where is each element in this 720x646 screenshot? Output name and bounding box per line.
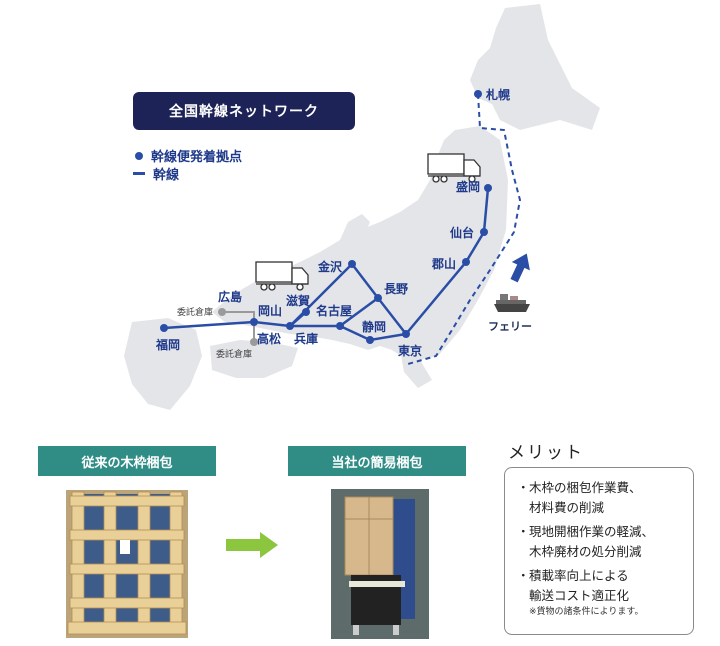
sado-landmass (418, 232, 434, 248)
base-point-sendai (480, 228, 488, 236)
base-point-nagoya (336, 322, 344, 330)
legend-base-label: 幹線便発着拠点 (151, 150, 243, 165)
network-title: 全国幹線ネットワーク (133, 92, 355, 130)
city-label-shizuoka: 静岡 (362, 320, 387, 334)
wooden-crate-photo (66, 490, 188, 638)
city-label-takamatsu: 高松 (257, 332, 282, 346)
base-dot-icon (135, 151, 143, 160)
merit-note: ※貨物の諸条件によります。 (529, 607, 644, 617)
city-label-hyogo: 兵庫 (294, 332, 319, 346)
city-label-sendai: 仙台 (450, 226, 475, 240)
truck-icon (427, 153, 481, 183)
merit-bullet: ・ (517, 524, 530, 539)
legend-line-label: 幹線 (153, 168, 180, 183)
merit-item: ・ 木枠の梱包作業費、 材料費の削減 (517, 478, 685, 518)
city-label-shiga: 滋賀 (286, 294, 311, 308)
city-label-hiroshima: 広島 (218, 290, 243, 304)
merit-title: メリット (508, 443, 584, 463)
city-label-tokyo: 東京 (398, 344, 423, 358)
kanto-landmass (400, 350, 432, 388)
merit-bullet: ・ (517, 480, 530, 495)
warehouse-label-1: 委託倉庫 (177, 308, 214, 318)
warehouse-point-2 (250, 338, 258, 346)
merit-box: ・ 木枠の梱包作業費、 材料費の削減 ・ 現地開梱作業の軽減、 木枠廃材の処分削… (504, 467, 694, 635)
base-point-morioka (484, 184, 492, 192)
base-points (160, 90, 492, 344)
noto-landmass (340, 214, 370, 240)
merit-item: ・ 現地開梱作業の軽減、 木枠廃材の処分削減 (517, 522, 685, 562)
base-point-kanazawa (348, 260, 356, 268)
warehouse-points (218, 308, 258, 346)
merit-line: 木枠廃材の処分削減 (529, 544, 642, 559)
ferry-label: フェリー (488, 320, 532, 333)
right-arrow-icon (226, 532, 278, 558)
city-label-nagano: 長野 (384, 282, 409, 296)
city-label-fukuoka: 福岡 (156, 338, 181, 352)
kyushu-landmass (124, 318, 202, 410)
after-title: 当社の簡易梱包 (288, 446, 466, 476)
merit-line: 現地開梱作業の軽減、 (529, 524, 655, 539)
warehouse-point-1 (218, 308, 226, 316)
merit-line: 積載率向上による (529, 568, 629, 583)
city-label-sapporo: 札幌 (486, 88, 511, 102)
merit-line: 材料費の削減 (529, 500, 605, 515)
base-point-hyogo (286, 322, 294, 330)
map-land (124, 4, 600, 410)
ferry-arrow-icon (510, 253, 530, 283)
base-point-nagano (374, 294, 382, 302)
base-point-koriyama (462, 258, 470, 266)
legend-base: 幹線便発着拠点 (133, 146, 242, 165)
base-point-sapporo (474, 90, 482, 98)
merit-line: 木枠の梱包作業費、 (529, 480, 642, 495)
merit-line: 輸送コスト適正化 (529, 588, 630, 603)
base-point-tokyo (402, 330, 410, 338)
ferry-route (407, 93, 522, 365)
base-point-shiga (302, 308, 310, 316)
base-point-okayama (250, 318, 258, 326)
base-point-shizuoka (366, 336, 374, 344)
before-title: 従来の木枠梱包 (38, 446, 216, 476)
city-label-kanazawa: 金沢 (318, 260, 343, 274)
merit-bullet: ・ (517, 568, 530, 583)
city-label-koriyama: 郡山 (432, 257, 457, 271)
city-label-nagoya: 名古屋 (316, 304, 353, 318)
ship-icon (494, 294, 530, 312)
base-point-fukuoka (160, 324, 168, 332)
simple-package-photo (331, 489, 429, 639)
shikoku-landmass (210, 340, 298, 378)
legend-line: 幹線 (133, 164, 179, 183)
merit-item: ・ 積載率向上による 輸送コスト適正化 ※貨物の諸条件によります。 (517, 566, 685, 618)
city-label-morioka: 盛岡 (456, 180, 481, 194)
truck-icon (255, 261, 309, 291)
hokkaido-landmass (470, 4, 600, 130)
city-label-okayama: 岡山 (258, 304, 283, 318)
line-dash-icon (133, 172, 145, 175)
honshu-landmass (212, 126, 508, 362)
japan-map (124, 4, 600, 410)
warehouse-label-2: 委託倉庫 (216, 350, 253, 360)
